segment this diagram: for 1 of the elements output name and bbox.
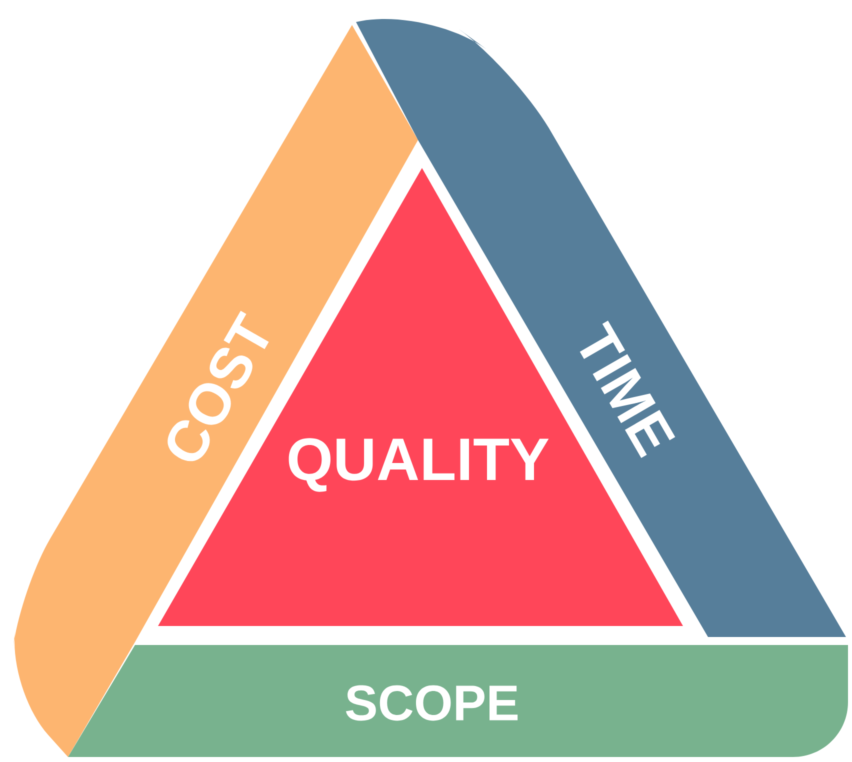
- band: SCOPE: [68, 645, 848, 757]
